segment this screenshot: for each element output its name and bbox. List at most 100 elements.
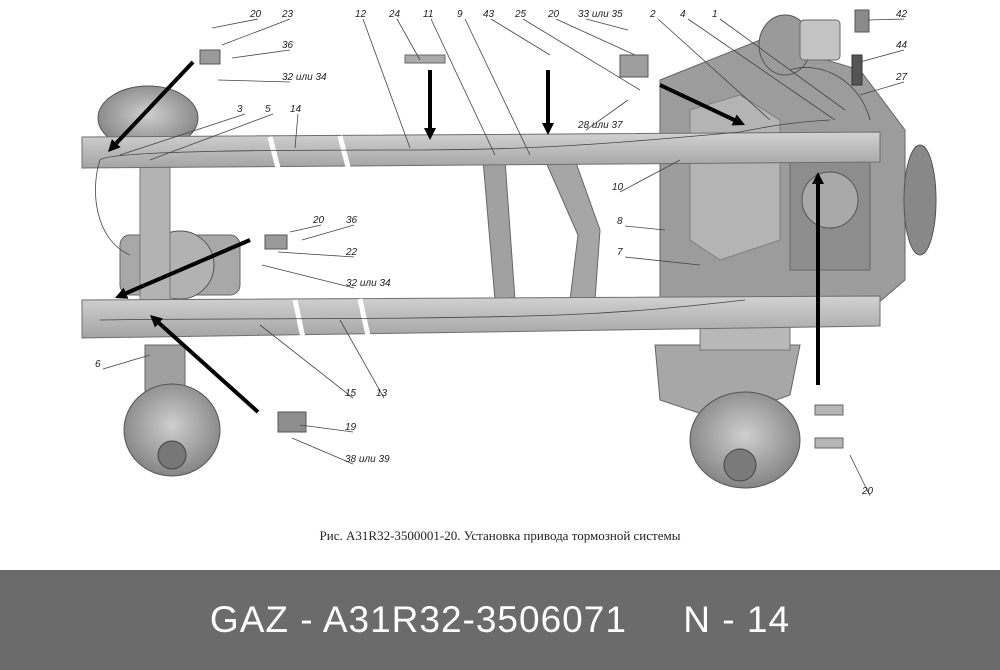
- callout-label: 6: [95, 359, 101, 370]
- leader-line: [619, 159, 681, 193]
- leader-line: [231, 49, 291, 59]
- leader-line: [859, 49, 905, 63]
- pointer-arrow-shaft: [659, 83, 735, 122]
- leader-line: [555, 18, 636, 56]
- leader-line: [522, 18, 641, 91]
- leader-line: [464, 18, 531, 156]
- leader-line: [294, 113, 299, 149]
- leader-line: [277, 251, 355, 258]
- footer-bar: GAZ - A31R32-3506071 N - 14: [0, 570, 1000, 670]
- figure-caption: Рис. А31R32-3500001-20. Установка привод…: [319, 528, 681, 543]
- callout-label: 1: [712, 9, 718, 20]
- callout-label: 25: [514, 9, 527, 20]
- leader-line: [102, 354, 151, 370]
- pointer-arrows: [108, 60, 824, 414]
- leader-line: [261, 264, 355, 289]
- leader-line: [624, 225, 666, 231]
- callout-label: 44: [896, 40, 908, 51]
- leader-line: [289, 224, 322, 233]
- callout-label: 20: [861, 486, 874, 497]
- leader-line: [301, 224, 355, 241]
- callout-label: 36: [282, 40, 294, 51]
- callout-label: 14: [290, 104, 302, 115]
- leader-line: [217, 79, 291, 83]
- leader-line: [657, 18, 771, 121]
- front-brake-disc: [689, 391, 801, 489]
- front-suspension: [654, 319, 801, 489]
- callout-label: 38 или 39: [345, 454, 390, 465]
- callout-label: 28 или 37: [577, 120, 623, 131]
- detail-parts: [199, 9, 870, 449]
- leader-line: [221, 18, 291, 46]
- leader-line: [396, 18, 421, 61]
- callout-label: 20: [547, 9, 560, 20]
- leader-line: [149, 113, 274, 161]
- pointer-arrow-shaft: [125, 238, 251, 296]
- callout-label: 19: [345, 422, 357, 433]
- cross-members: [482, 159, 601, 301]
- pointer-arrow-head: [115, 287, 129, 299]
- leader-line: [291, 437, 354, 465]
- callout-label: 13: [376, 388, 388, 399]
- pointer-arrow-head: [542, 123, 554, 135]
- pointer-arrow-shaft: [157, 321, 260, 414]
- callout-label: 11: [423, 9, 433, 20]
- callout-label: 2: [649, 9, 656, 20]
- callout-label: 43: [483, 9, 495, 20]
- callout-label: 22: [345, 247, 358, 258]
- brake-pressure-sensor: [277, 411, 307, 433]
- leader-line: [339, 319, 385, 399]
- leader-line: [430, 18, 496, 156]
- callout-label: 20: [312, 215, 325, 226]
- leader-line: [687, 18, 836, 121]
- callout-label: 3: [237, 104, 243, 115]
- leader-line: [585, 18, 629, 31]
- leader-line: [719, 18, 846, 111]
- leader-line: [867, 18, 905, 21]
- rear-axle: [97, 85, 241, 477]
- callout-label: 32 или 34: [282, 72, 327, 83]
- callout-label: 20: [249, 9, 262, 20]
- pointer-arrow-head: [150, 315, 163, 328]
- pointer-arrow-head: [424, 128, 436, 140]
- callout-label: 10: [612, 182, 624, 193]
- leader-line: [362, 18, 411, 149]
- pointer-arrow-shaft: [114, 60, 195, 145]
- callout-label: 7: [617, 247, 623, 258]
- leader-line: [259, 324, 354, 399]
- callout-label: 33 или 35: [578, 9, 623, 20]
- callout-label: 9: [457, 9, 463, 20]
- leader-line: [490, 18, 551, 56]
- callout-label: 42: [896, 9, 908, 20]
- callout-label: 24: [388, 9, 401, 20]
- pointer-arrow-head: [108, 139, 121, 152]
- leader-line: [624, 256, 701, 266]
- callout-label: 4: [680, 9, 686, 20]
- leader-line: [119, 113, 246, 156]
- leader-line: [299, 424, 354, 433]
- pointer-arrow-head: [812, 172, 824, 184]
- leader-line: [859, 81, 905, 96]
- callout-label: 36: [346, 215, 358, 226]
- frame-rail-left: [81, 131, 881, 169]
- callout-label: 8: [617, 216, 623, 227]
- rear-brake-drum-right: [123, 383, 221, 477]
- callout-label: 27: [895, 72, 908, 83]
- master-cylinder-reservoir: [799, 19, 841, 61]
- callout-label: 12: [355, 9, 367, 20]
- callout-label: 23: [281, 9, 294, 20]
- leader-lines: [102, 18, 905, 497]
- pointer-arrow-head: [731, 114, 745, 126]
- callout-label: 32 или 34: [346, 278, 391, 289]
- callout-label: 15: [345, 388, 357, 399]
- callout-label: 5: [265, 104, 271, 115]
- engine-assembly: [659, 14, 937, 321]
- leader-line: [211, 18, 259, 29]
- leader-line: [585, 99, 629, 131]
- leader-line: [849, 454, 871, 497]
- part-number-label: GAZ - A31R32-3506071 N - 14: [209, 599, 791, 640]
